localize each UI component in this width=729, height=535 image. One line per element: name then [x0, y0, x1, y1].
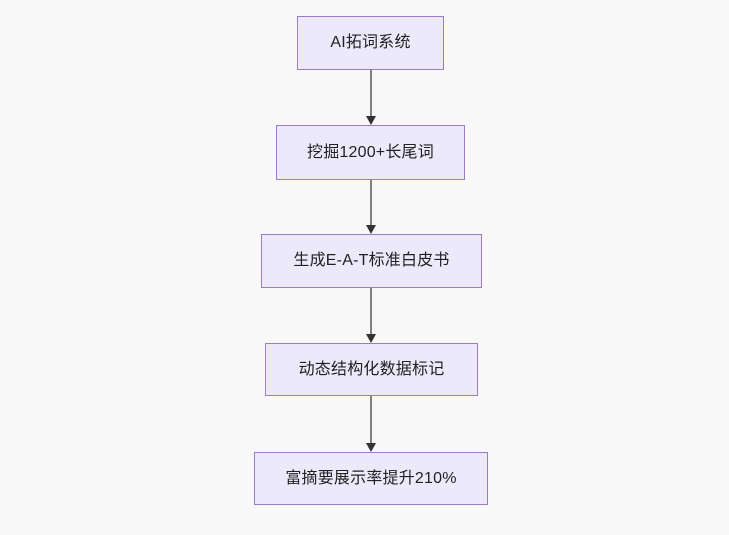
- flowchart-node-label: 生成E-A-T标准白皮书: [293, 252, 450, 270]
- flowchart-node-mine-longtail-keywords[interactable]: 挖掘1200+长尾词: [276, 125, 465, 180]
- flowchart-edge-n2-n3: [366, 180, 376, 234]
- arrow-down-icon: [366, 443, 376, 452]
- flowchart-node-label: AI拓词系统: [330, 34, 411, 52]
- flowchart-node-ai-keyword-system[interactable]: AI拓词系统: [297, 16, 444, 70]
- flowchart-edge-n1-n2: [366, 70, 376, 125]
- flowchart-node-label: 动态结构化数据标记: [298, 360, 445, 378]
- flowchart-node-label: 富摘要展示率提升210%: [285, 469, 457, 487]
- flowchart-node-label: 挖掘1200+长尾词: [307, 143, 434, 161]
- flowchart-node-generate-eat-whitepaper[interactable]: 生成E-A-T标准白皮书: [261, 234, 482, 288]
- edge-line: [370, 396, 372, 444]
- flowchart-edge-n3-n4: [366, 288, 376, 343]
- edge-line: [370, 180, 372, 226]
- arrow-down-icon: [366, 116, 376, 125]
- flowchart-node-rich-snippet-rate-increase[interactable]: 富摘要展示率提升210%: [254, 452, 488, 505]
- flowchart-node-dynamic-structured-data-markup[interactable]: 动态结构化数据标记: [265, 343, 478, 396]
- arrow-down-icon: [366, 225, 376, 234]
- flowchart-edge-n4-n5: [366, 396, 376, 452]
- arrow-down-icon: [366, 334, 376, 343]
- edge-line: [370, 288, 372, 335]
- edge-line: [370, 70, 372, 117]
